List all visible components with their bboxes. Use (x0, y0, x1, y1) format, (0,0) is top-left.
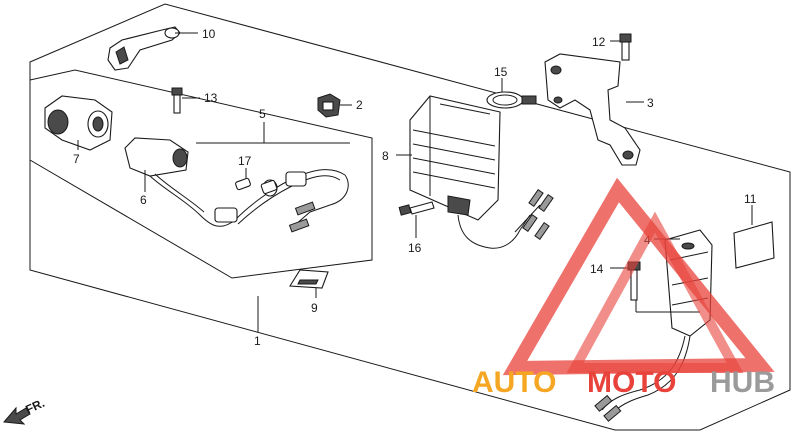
part-12-bolt (619, 33, 632, 61)
part-3-bracket (544, 53, 641, 166)
callout-12: 12 (592, 35, 606, 49)
callout-1: 1 (254, 334, 261, 348)
callout-11: 11 (744, 192, 757, 206)
leader-lines (77, 32, 753, 332)
part-8-regulator (409, 95, 554, 249)
part-5-wire-harness (214, 169, 349, 233)
callout-7: 7 (73, 152, 80, 166)
part-2-clip (317, 93, 341, 118)
callout-3: 3 (647, 96, 654, 110)
callout-8: 8 (382, 149, 389, 163)
callout-16: 16 (408, 241, 422, 255)
callout-13: 13 (204, 91, 218, 105)
part-17-fuse (235, 177, 278, 195)
part-13-bolt (171, 87, 183, 114)
callout-14: 14 (590, 262, 604, 276)
front-direction-label: FR. (23, 396, 46, 417)
front-direction-arrow: FR. (2, 396, 47, 425)
part-15-clamp (486, 91, 537, 109)
watermark-logo: AUTO MOTO HUB (472, 177, 775, 399)
part-7-connector (44, 95, 113, 151)
callout-6: 6 (140, 193, 147, 207)
callout-15: 15 (494, 65, 508, 79)
callout-10: 10 (202, 27, 216, 41)
callout-9: 9 (311, 301, 318, 315)
part-11-label (733, 221, 775, 269)
part-6-sensor (124, 137, 236, 227)
inner-assembly-outline (29, 69, 373, 279)
part-16-bolt (398, 201, 435, 216)
callout-5: 5 (259, 107, 266, 121)
part-9-plate (289, 269, 329, 289)
watermark-text-moto: MOTO (587, 366, 676, 399)
callout-2: 2 (356, 98, 363, 112)
watermark-text-auto: AUTO (472, 366, 556, 399)
callout-17: 17 (238, 154, 252, 168)
part-10-boot (107, 26, 181, 71)
watermark-text-hub: HUB (710, 366, 775, 399)
outer-assembly-outline (29, 3, 791, 431)
